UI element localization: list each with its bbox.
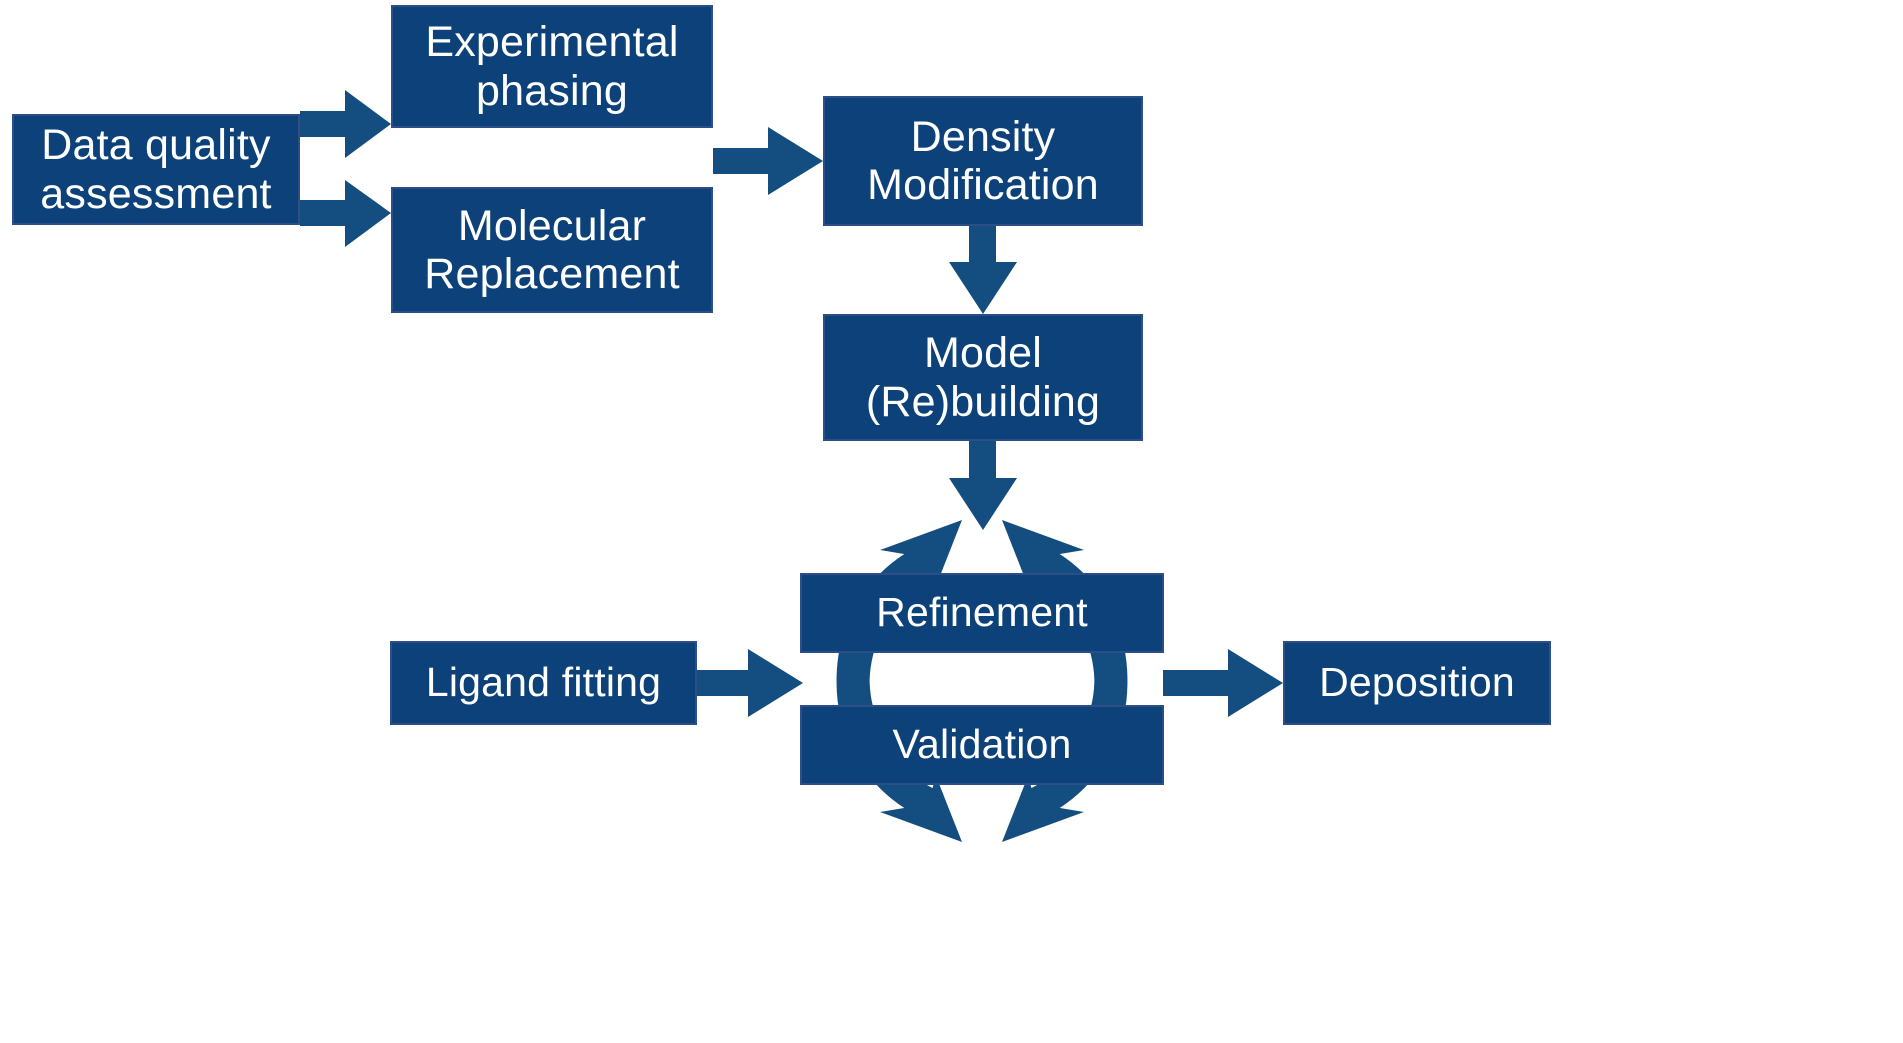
arrow-dqa-to-molecular-replacement [300,180,391,247]
arrow-ligand-fitting-to-cycle [697,649,803,717]
cycle-arrowhead-top-left [880,520,962,586]
node-deposition[interactable]: Deposition [1283,641,1551,725]
node-data-quality-assessment[interactable]: Data quality assessment [12,114,300,225]
cycle-arrowhead-bottom-left [880,776,962,842]
node-density-modification[interactable]: Density Modification [823,96,1143,226]
arrow-dqa-to-experimental-phasing [300,90,391,158]
cycle-arrowhead-top-right [1002,520,1084,586]
arrow-density-to-model-rebuilding [949,226,1017,314]
node-ligand-fitting[interactable]: Ligand fitting [390,641,697,725]
node-model-rebuilding[interactable]: Model (Re)building [823,314,1143,441]
cycle-arrowhead-bottom-right [1002,776,1084,842]
cycle-arc-lower-right [1021,618,1128,822]
arrow-cycle-to-deposition [1163,649,1283,717]
node-refinement[interactable]: Refinement [800,573,1164,653]
node-validation[interactable]: Validation [800,705,1164,785]
arrow-model-rebuilding-to-cycle [949,441,1017,530]
node-molecular-replacement[interactable]: Molecular Replacement [391,187,713,313]
arrow-phasing-to-density-modification [713,127,823,195]
node-experimental-phasing[interactable]: Experimental phasing [391,5,713,128]
cycle-arc-lower-left [836,618,943,822]
